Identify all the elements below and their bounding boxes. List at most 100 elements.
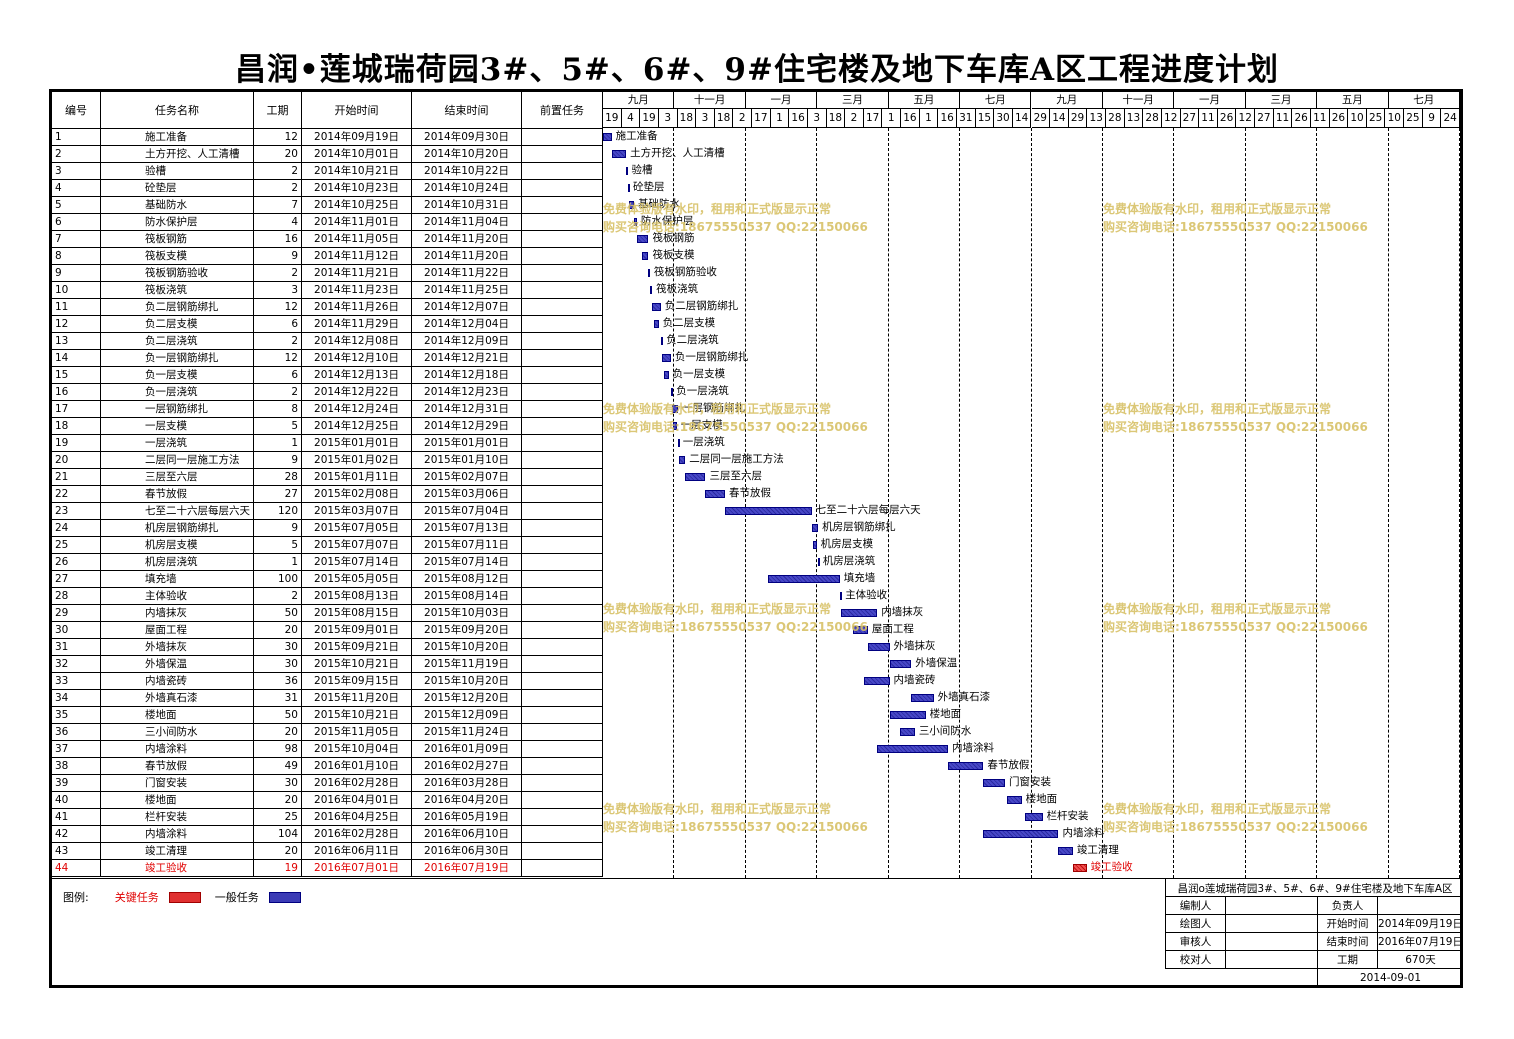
header-duration[interactable]: 工期 [254, 92, 302, 129]
task-bar[interactable] [636, 235, 649, 243]
task-bar[interactable] [1007, 796, 1022, 804]
task-bar[interactable] [603, 133, 612, 141]
task-bar[interactable] [767, 575, 840, 583]
task-bar[interactable] [948, 762, 984, 770]
task-bar[interactable] [641, 252, 649, 260]
task-bar[interactable] [853, 626, 868, 634]
task-bar[interactable] [685, 473, 706, 481]
task-bar[interactable] [627, 184, 630, 192]
task-bar[interactable] [662, 354, 671, 362]
task-bar[interactable] [867, 643, 890, 651]
task-bar[interactable] [678, 456, 686, 464]
info-checker-value[interactable] [1225, 951, 1317, 968]
task-bar[interactable] [705, 490, 725, 498]
task-bar[interactable] [811, 524, 819, 532]
task-bar[interactable] [889, 660, 912, 668]
task-bar[interactable] [648, 269, 651, 277]
task-bar[interactable] [678, 439, 681, 447]
task-bar[interactable] [660, 337, 663, 345]
info-drawer-value[interactable] [1225, 915, 1317, 932]
task-bar[interactable] [889, 711, 926, 719]
task-bar[interactable] [841, 609, 878, 617]
task-bar[interactable] [1024, 813, 1043, 821]
task-bar[interactable] [628, 201, 635, 209]
task-bar[interactable] [900, 728, 915, 736]
task-bar[interactable] [652, 303, 661, 311]
task-bar[interactable] [983, 779, 1006, 787]
task-bar[interactable] [1058, 847, 1073, 855]
info-reviewer-value[interactable] [1225, 933, 1317, 950]
task-bar[interactable] [670, 388, 673, 396]
task-bar[interactable] [672, 405, 679, 413]
task-bar[interactable] [877, 745, 949, 753]
task-bar[interactable] [626, 167, 629, 175]
header-end[interactable]: 结束时间 [412, 92, 522, 129]
task-bar[interactable] [611, 150, 627, 158]
task-bar[interactable] [983, 830, 1059, 838]
critical-task-bar[interactable] [1072, 864, 1087, 872]
task-bar[interactable] [818, 558, 821, 566]
task-bar[interactable] [664, 371, 669, 379]
header-start[interactable]: 开始时间 [302, 92, 412, 129]
task-bar[interactable] [654, 320, 659, 328]
info-owner-value[interactable] [1377, 897, 1463, 914]
task-bar[interactable] [649, 286, 653, 294]
task-bar[interactable] [673, 422, 677, 430]
task-bar[interactable] [634, 218, 637, 226]
task-bar[interactable] [863, 677, 890, 685]
task-bar[interactable] [724, 507, 812, 515]
task-bar[interactable] [813, 541, 817, 549]
header-predecessor[interactable]: 前置任务 [522, 92, 603, 129]
header-no[interactable]: 编号 [52, 92, 101, 129]
task-bar[interactable] [839, 592, 842, 600]
header-task-name[interactable]: 任务名称 [101, 92, 254, 129]
day-label: 11 [1199, 109, 1218, 128]
info-compiler-value[interactable] [1225, 897, 1317, 914]
task-bar[interactable] [911, 694, 934, 702]
